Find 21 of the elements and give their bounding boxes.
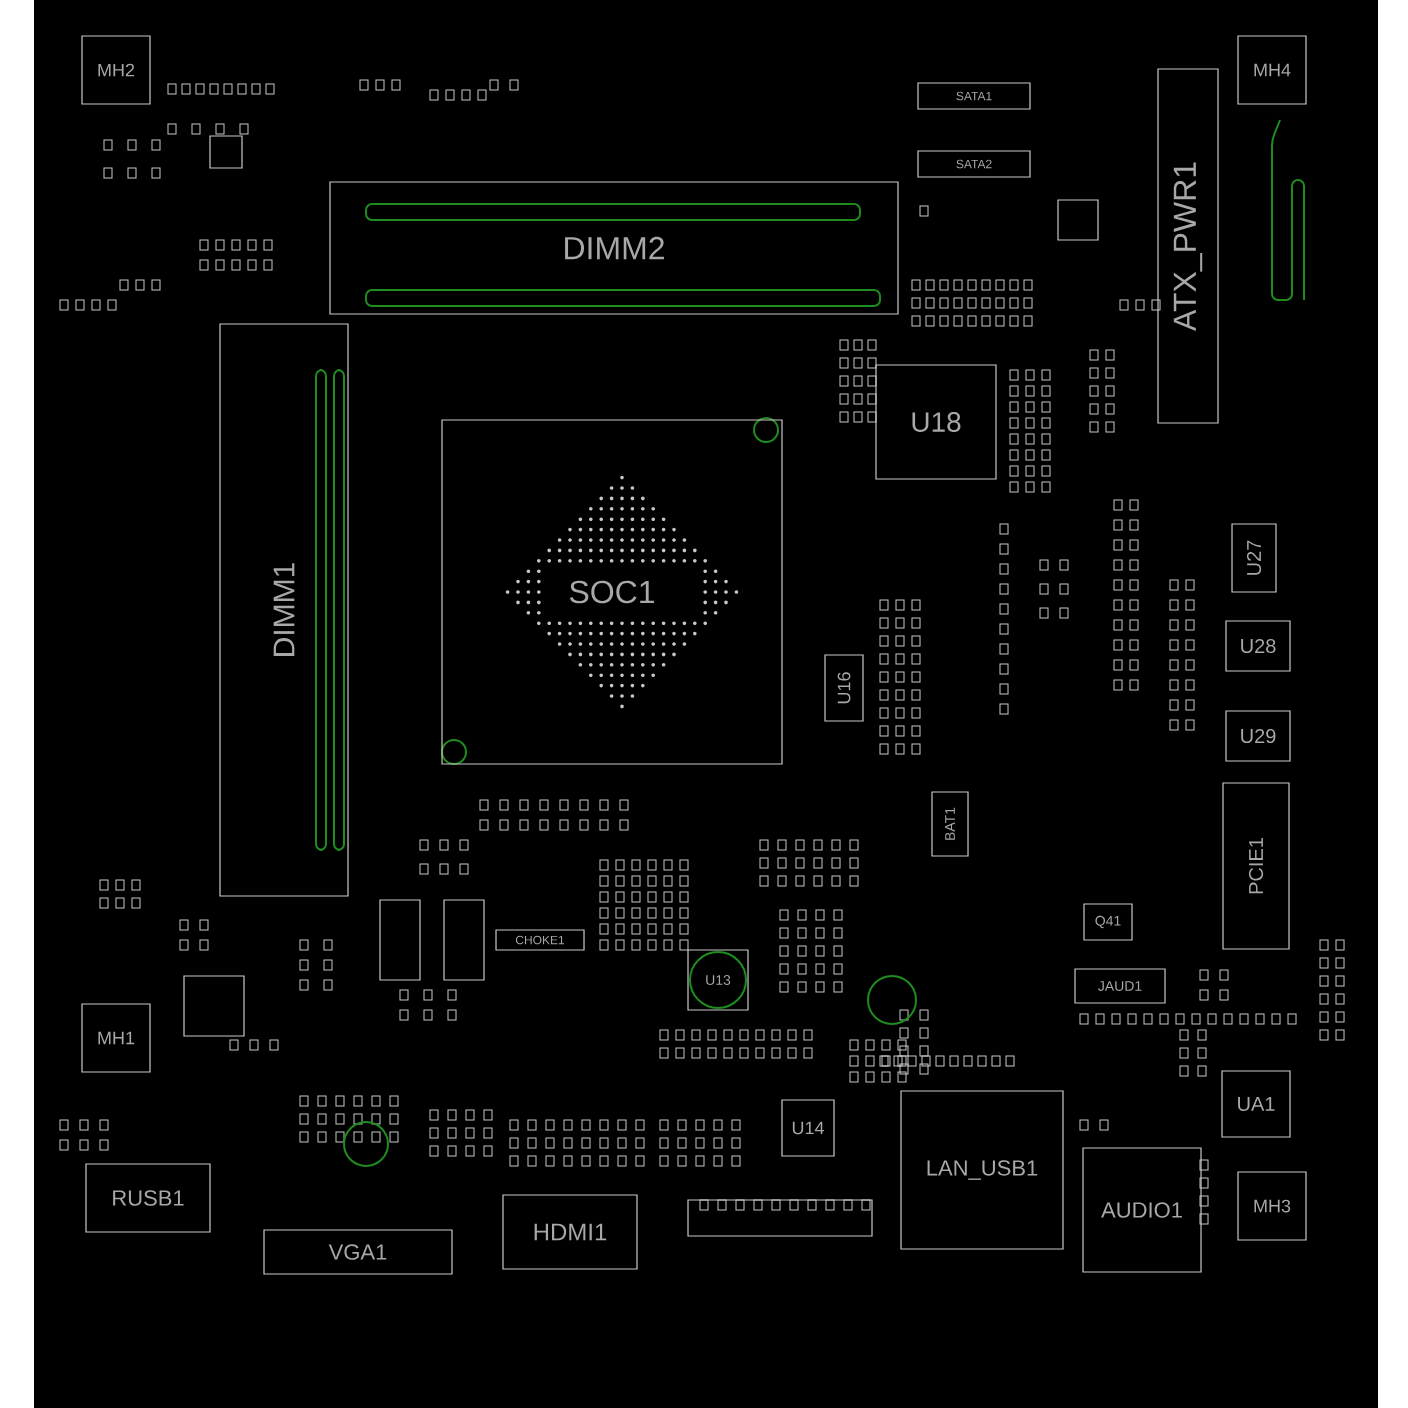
component-outline: SOC1 <box>441 419 783 765</box>
component-outline: PCIE1 <box>1222 782 1290 950</box>
component-outline: U28 <box>1225 620 1291 672</box>
component-outline: VGA1 <box>263 1229 453 1275</box>
component-outline: MH4 <box>1237 35 1307 105</box>
component-outline: U14 <box>781 1099 835 1157</box>
component-outline: RUSB1 <box>85 1163 211 1233</box>
component-outline: LAN_USB1 <box>900 1090 1064 1250</box>
component-outline: U18 <box>875 364 997 480</box>
component-outline: U29 <box>1225 710 1291 762</box>
component-outline: AUDIO1 <box>1082 1147 1202 1273</box>
component-outline: DIMM2 <box>329 181 899 315</box>
component-outline: MH1 <box>81 1003 151 1073</box>
component-outline: UA1 <box>1221 1070 1291 1138</box>
component-outline: HDMI1 <box>502 1194 638 1270</box>
component-outline: U16 <box>824 654 864 722</box>
component-outline: DIMM1 <box>219 323 349 897</box>
component-outline: MH3 <box>1237 1171 1307 1241</box>
component-outline: U27 <box>1231 523 1277 593</box>
component-outline: ATX_PWR1 <box>1157 68 1219 424</box>
component-outline: MH2 <box>81 35 151 105</box>
